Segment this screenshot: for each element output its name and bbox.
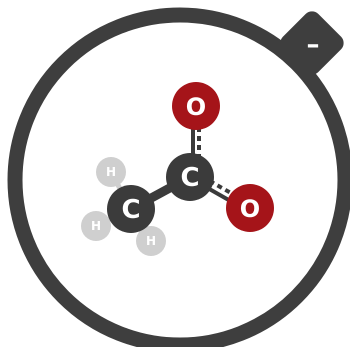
atom-carbon-carboxyl: C — [166, 153, 214, 201]
atom-hydrogen-left: H — [81, 211, 111, 241]
atom-oxygen-top: O — [172, 82, 220, 130]
atom-hydrogen-top: H — [96, 157, 126, 187]
svg-text:H: H — [91, 219, 101, 233]
svg-text:H: H — [106, 165, 116, 179]
atom-hydrogen-bottom: H — [136, 226, 166, 256]
svg-text:C: C — [180, 163, 199, 193]
svg-text:O: O — [186, 93, 206, 121]
svg-text:C: C — [121, 195, 140, 225]
charge-symbol: – — [307, 30, 320, 60]
outer-ring — [7, 7, 350, 347]
atom-carbon-methyl: C — [107, 185, 155, 233]
atom-oxygen-right: O — [226, 184, 274, 232]
svg-text:O: O — [240, 195, 260, 223]
charge-badge: – — [280, 11, 344, 75]
svg-text:H: H — [146, 234, 156, 248]
